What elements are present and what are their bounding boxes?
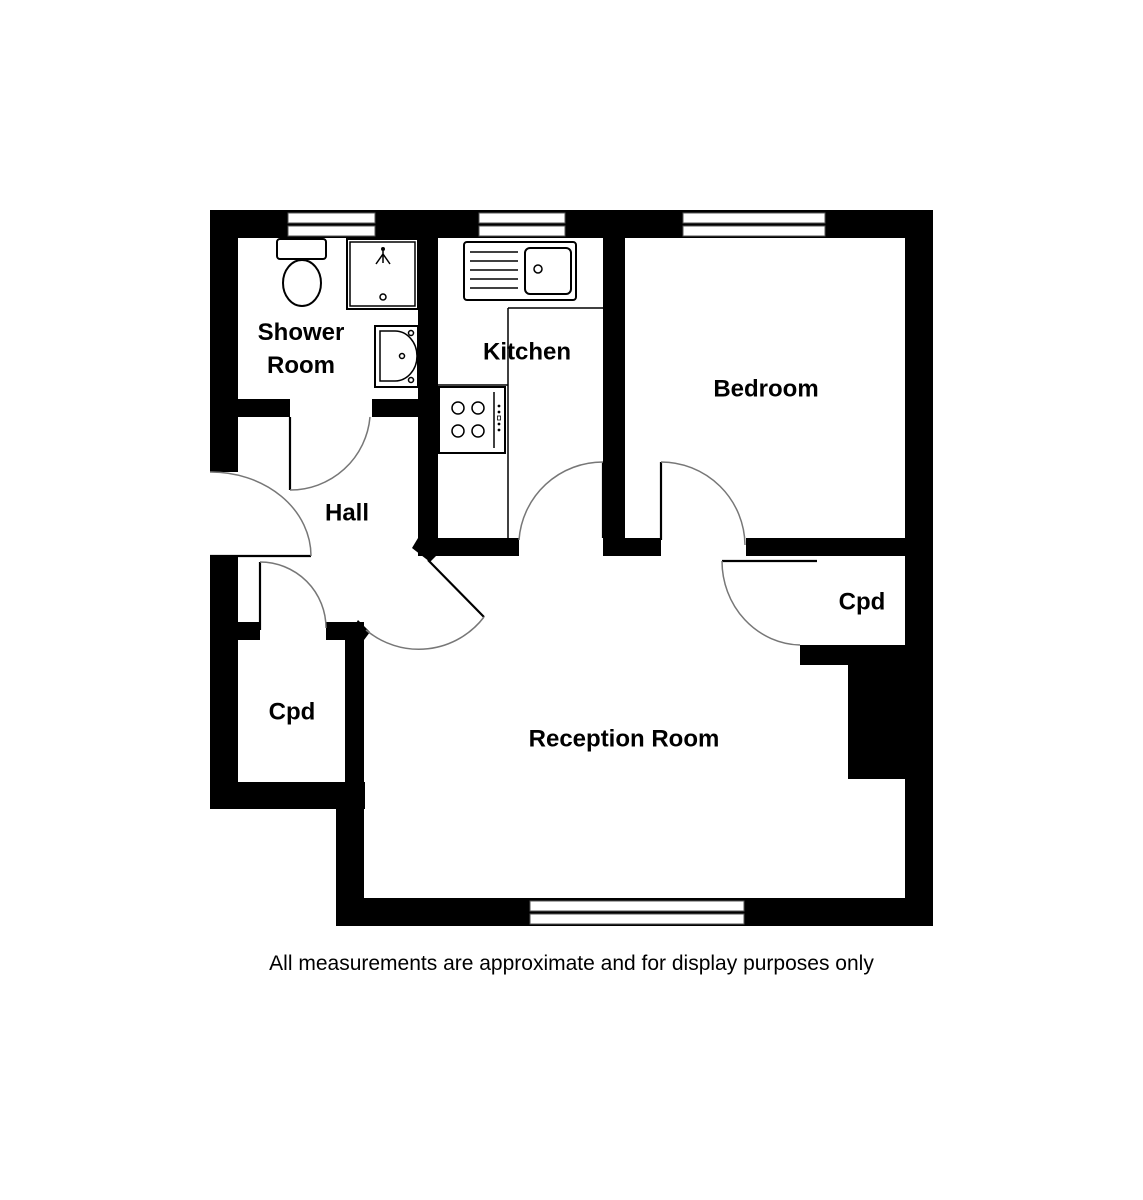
toilet-icon xyxy=(276,238,327,307)
kitchen-fixtures xyxy=(438,241,603,538)
outer-walls xyxy=(210,210,933,926)
shower-fixtures xyxy=(276,238,419,388)
room-label-bedroom: Bedroom xyxy=(713,375,819,403)
windows xyxy=(287,212,826,925)
window-bedroom xyxy=(682,212,826,237)
window-reception xyxy=(529,900,745,925)
room-label-cpd-right: Cpd xyxy=(838,588,886,616)
door-shower-room[interactable] xyxy=(288,416,371,491)
door-bedroom[interactable] xyxy=(659,461,746,546)
shower-label-line1: Shower xyxy=(257,319,345,346)
window-shower xyxy=(287,212,376,237)
shower-tray-icon xyxy=(346,238,419,310)
door-cpd-left[interactable] xyxy=(258,561,327,630)
doors xyxy=(209,416,817,650)
door-front[interactable] xyxy=(209,471,312,558)
internal-walls xyxy=(238,238,905,809)
room-label-reception-room: Reception Room xyxy=(528,725,720,753)
room-label-hall: Hall xyxy=(324,499,370,527)
door-reception-hall[interactable] xyxy=(365,559,485,650)
room-label-shower-room: Shower Room xyxy=(258,316,345,382)
window-kitchen xyxy=(478,212,566,237)
sink-drainer-icon xyxy=(463,241,577,301)
room-label-kitchen: Kitchen xyxy=(482,338,572,366)
disclaimer-text: All measurements are approximate and for… xyxy=(269,952,874,975)
door-kitchen[interactable] xyxy=(518,461,605,541)
room-label-cpd-left: Cpd xyxy=(268,698,316,726)
hob-icon xyxy=(438,386,506,454)
door-cpd-right[interactable] xyxy=(721,559,817,646)
wash-basin-icon xyxy=(374,325,419,388)
shower-label-line2: Room xyxy=(267,352,335,379)
